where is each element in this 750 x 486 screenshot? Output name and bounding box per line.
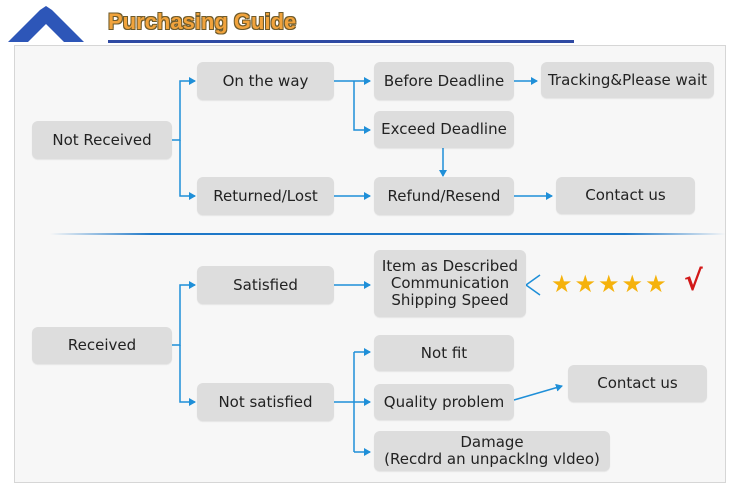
contact-us-node: Contact us	[556, 177, 695, 214]
not-fit-node: Not fit	[374, 335, 514, 371]
before-deadline-node: Before Deadline	[374, 62, 514, 100]
damage-note: (Recdrd an unpacklng vldeo)	[384, 450, 600, 468]
on-the-way-node: On the way	[197, 62, 334, 100]
tracking-wait-node: Tracking&Please wait	[541, 62, 714, 98]
check-mark-icon: √	[684, 264, 703, 297]
page-title: Purchasing Guide	[108, 9, 297, 34]
not-received-node: Not Received	[32, 121, 172, 159]
returned-lost-node: Returned/Lost	[197, 177, 334, 215]
criteria-item: Communication	[390, 274, 510, 292]
chevron-up-icon	[8, 6, 84, 42]
criteria-item: Item as Described	[381, 257, 519, 275]
exceed-deadline-node: Exceed Deadline	[374, 111, 514, 148]
received-node: Received	[32, 327, 172, 364]
guide-panel	[14, 45, 726, 483]
title-underline	[108, 40, 574, 43]
refund-resend-node: Refund/Resend	[374, 177, 514, 215]
section-divider	[50, 233, 726, 235]
star-icon: ★	[551, 270, 573, 298]
star-icon: ★	[645, 270, 667, 298]
satisfied-node: Satisfied	[197, 266, 334, 304]
satisfaction-criteria-node: Item as Described Communication Shipping…	[374, 250, 526, 317]
contact-us-node-received: Contact us	[568, 365, 707, 402]
criteria-item: Shipping Speed	[391, 291, 509, 309]
damage-label: Damage	[460, 433, 524, 451]
not-satisfied-node: Not satisfied	[197, 383, 334, 421]
damage-node: Damage (Recdrd an unpacklng vldeo)	[374, 431, 610, 471]
star-icon: ★	[598, 270, 620, 298]
quality-problem-node: Quality problem	[374, 384, 514, 420]
star-icon: ★	[574, 270, 597, 298]
header: Purchasing Guide	[0, 0, 750, 45]
star-icon: ★	[621, 270, 644, 298]
five-star-rating: ★ ★ ★ ★ ★	[551, 271, 667, 297]
